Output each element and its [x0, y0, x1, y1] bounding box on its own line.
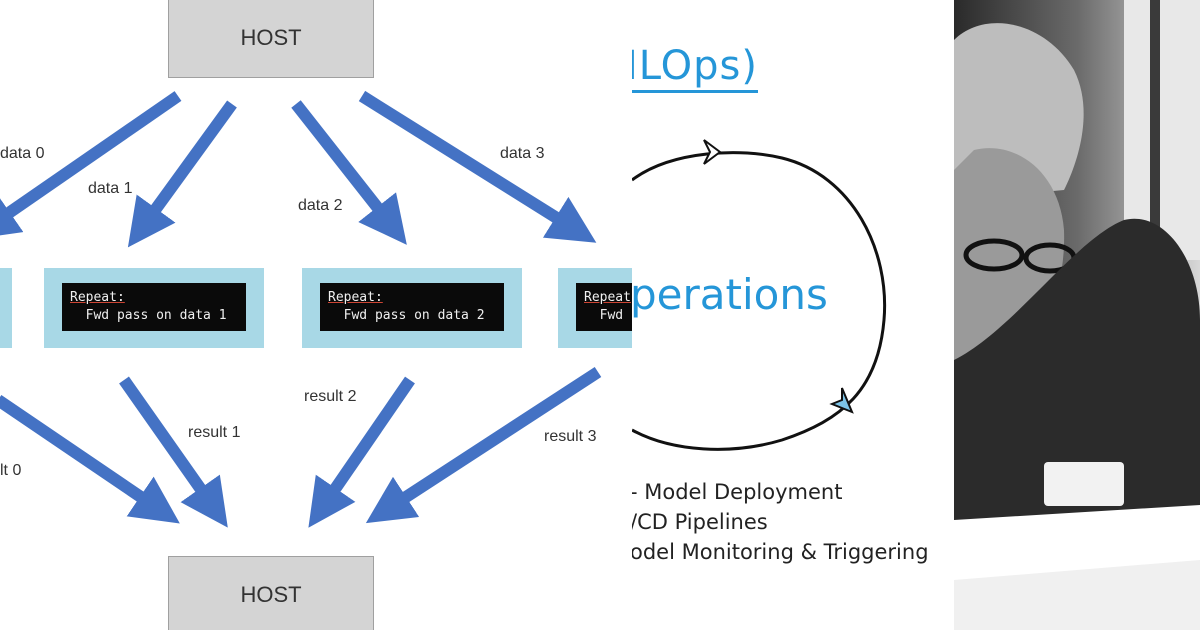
- host-bottom-label: HOST: [240, 582, 302, 607]
- worker-3-repeat: Repeat: [584, 290, 631, 305]
- mlops-title: ILOps): [632, 42, 758, 93]
- result-0-label: lt 0: [0, 462, 22, 479]
- operations-word: perations: [632, 270, 828, 319]
- bw-photo: [954, 0, 1200, 630]
- cup: [1044, 462, 1124, 506]
- host-top-box: HOST: [168, 0, 374, 78]
- cycle-path: [632, 151, 887, 451]
- result-3-label: result 3: [544, 428, 597, 445]
- worker-2-code: Repeat: Fwd pass on data 2: [320, 283, 504, 331]
- arrow-result-3: [365, 366, 602, 524]
- data-2-label: data 2: [298, 197, 343, 214]
- worker-1-box: Repeat: Fwd pass on data 1: [44, 268, 264, 348]
- host-top-label: HOST: [240, 25, 302, 50]
- arrow-result-0: [0, 395, 180, 524]
- host-bottom-box: HOST: [168, 556, 374, 630]
- jacket-shape: [954, 218, 1200, 541]
- bullet-cicd-pipelines: /CD Pipelines: [632, 510, 768, 534]
- arrow-result-2: [308, 376, 415, 528]
- photo-illustration: [954, 0, 1200, 630]
- worker-1-code: Repeat: Fwd pass on data 1: [62, 283, 246, 331]
- arrow-data-2: [291, 100, 407, 245]
- glasses-left: [963, 238, 1025, 272]
- window-bar: [1150, 0, 1160, 260]
- arrow-data-0: [0, 91, 182, 240]
- arrow-data-3: [358, 90, 597, 243]
- worker-0-box: [0, 268, 12, 348]
- bullet-model-deployment: - Model Deployment: [632, 480, 843, 504]
- worker-1-fwd-pass: Fwd pass on data 1: [70, 308, 227, 323]
- mlops-sketch: ILOps) perations - Model Deployment /CD …: [632, 0, 954, 630]
- result-1-label: result 1: [188, 424, 241, 441]
- worker-1-repeat: Repeat:: [70, 290, 125, 305]
- worker-3-box: Repeat Fwd p: [558, 268, 632, 348]
- worker-3-code: Repeat Fwd p: [576, 283, 632, 331]
- cycle-circle: [632, 139, 887, 451]
- cycle-arrow-top-icon: [703, 139, 722, 165]
- data-1-label: data 1: [88, 180, 133, 197]
- result-2-label: result 2: [304, 388, 357, 405]
- arrow-result-1: [119, 376, 228, 528]
- data-parallel-diagram: HOST data 0 data 1 data 2 data 3 Repeat:…: [0, 0, 632, 630]
- worker-3-fwd-pass: Fwd p: [599, 308, 632, 323]
- data-3-label: data 3: [500, 145, 545, 162]
- bullet-model-monitoring: odel Monitoring & Triggering: [632, 540, 929, 564]
- data-0-label: data 0: [0, 145, 45, 162]
- arrow-data-1: [127, 100, 237, 248]
- arrows-layer: [0, 90, 602, 528]
- worker-2-fwd-pass: Fwd pass on data 2: [328, 308, 485, 323]
- paper-shape: [954, 505, 1200, 580]
- cycle-arrow-bottom-icon: [829, 387, 854, 414]
- worker-2-repeat: Repeat:: [328, 290, 383, 305]
- worker-2-box: Repeat: Fwd pass on data 2: [302, 268, 522, 348]
- window-frame: [1124, 0, 1200, 260]
